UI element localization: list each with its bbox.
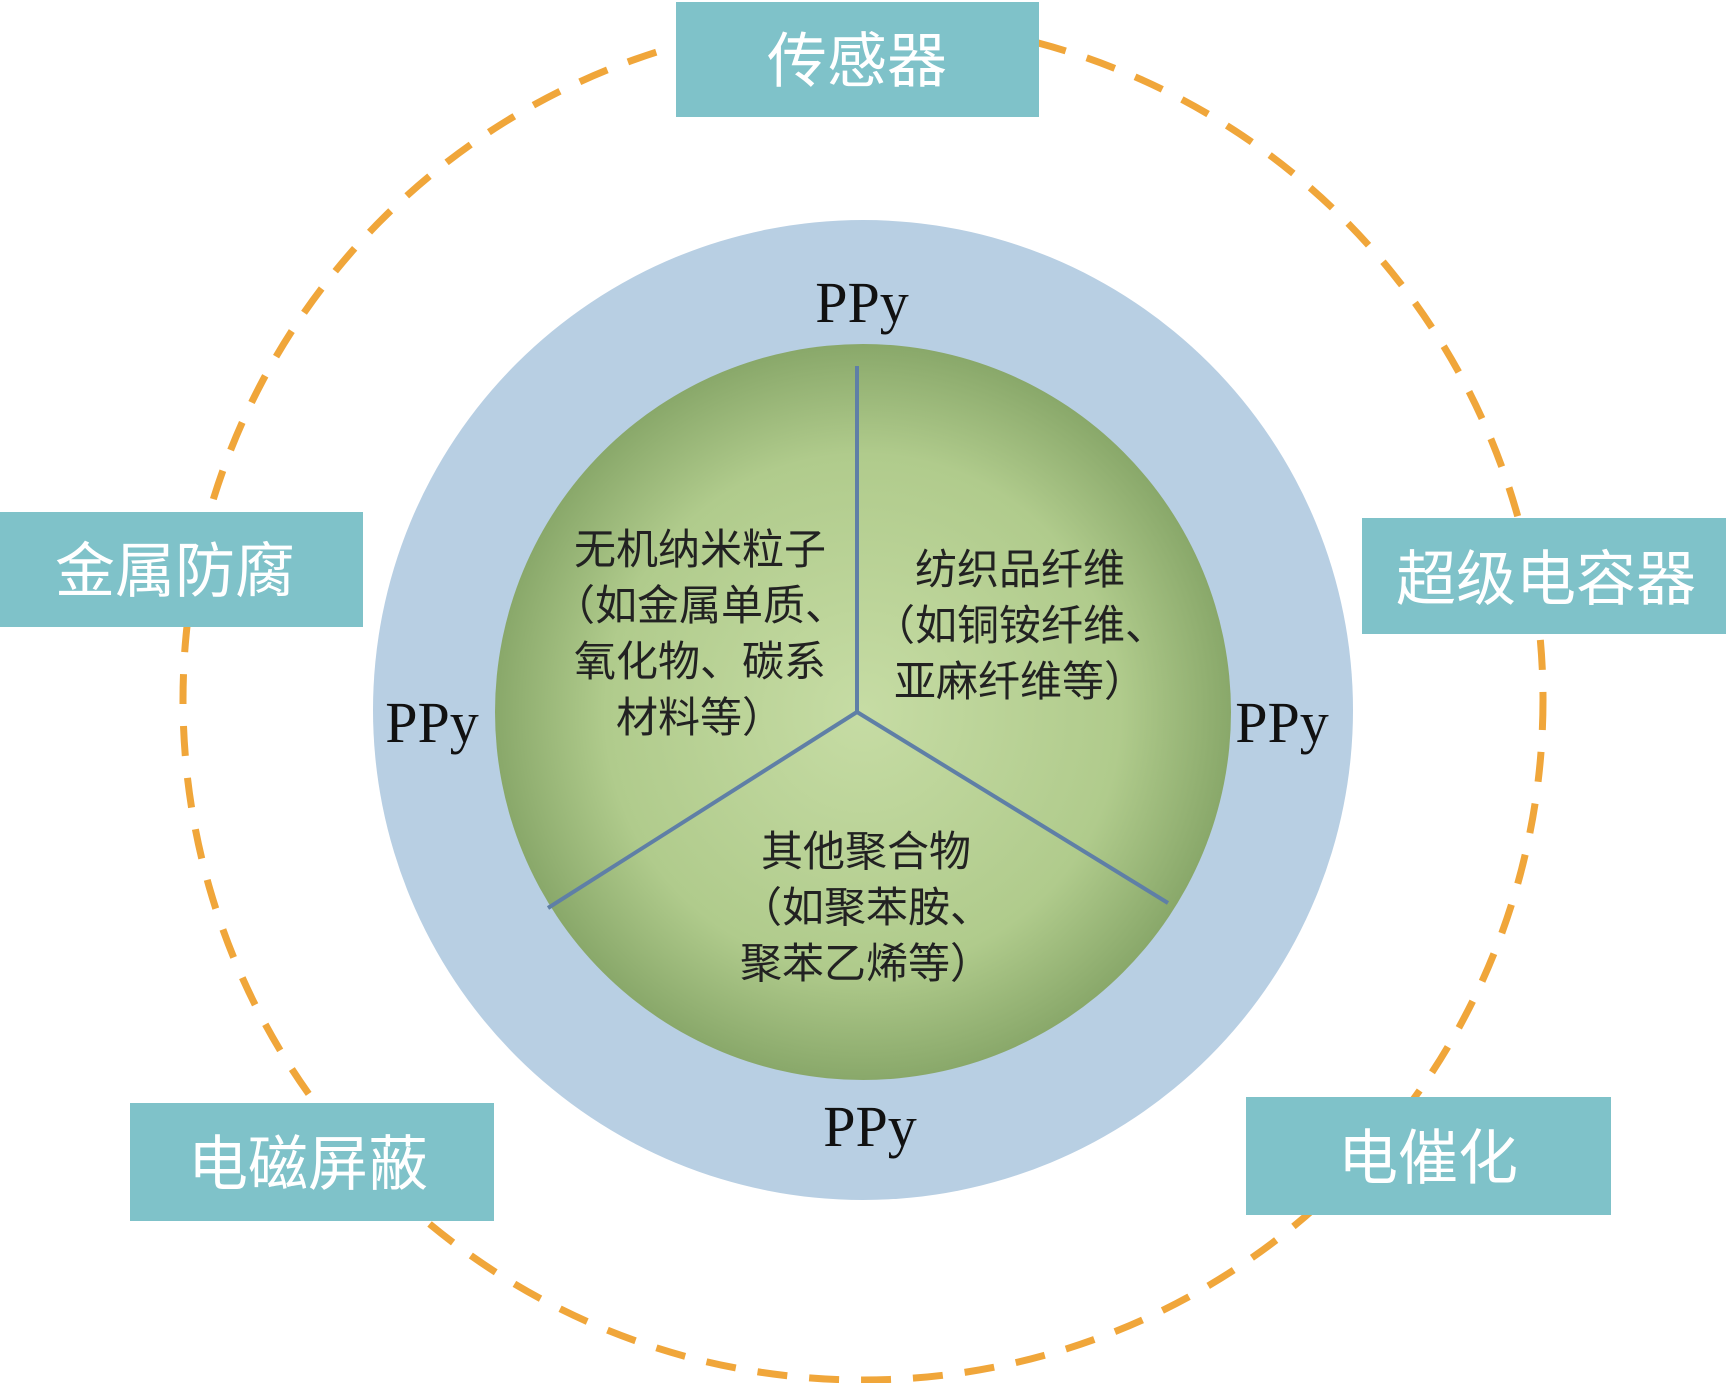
divider-line-left bbox=[546, 710, 859, 910]
app-box-electrocatalysis-bg bbox=[1246, 1097, 1611, 1215]
sector-textile-fibers: 纺织品纤维 （如铜铵纤维、 亚麻纤维等） bbox=[873, 545, 1167, 706]
divider-line-right bbox=[855, 710, 1170, 905]
app-box-supercapacitor-bg bbox=[1362, 518, 1726, 634]
sector-inorganic-line-3: 氧化物、碳系 bbox=[574, 637, 826, 686]
app-box-electrocatalysis-label: 电催化 bbox=[1338, 1124, 1518, 1194]
sector-textile-line-1: 纺织品纤维 bbox=[915, 545, 1125, 594]
sector-other-polymers: 其他聚合物 （如聚苯胺、 聚苯乙烯等） bbox=[740, 827, 992, 988]
ppy-label-right: PPy bbox=[1235, 690, 1329, 755]
sector-textile-line-3: 亚麻纤维等） bbox=[894, 657, 1146, 706]
app-box-electrocatalysis: 电催化 bbox=[1246, 1097, 1611, 1215]
app-box-corrosion: 金属防腐 bbox=[0, 512, 363, 627]
ppy-label-left: PPy bbox=[385, 690, 479, 755]
sector-inorganic-line-2: （如金属单质、 bbox=[553, 581, 847, 630]
ppy-label-top: PPy bbox=[815, 270, 909, 335]
sector-inorganic-line-4: 材料等） bbox=[616, 693, 784, 742]
app-box-emi-shielding-bg bbox=[130, 1103, 494, 1221]
app-box-emi-shielding-label: 电磁屏蔽 bbox=[188, 1130, 428, 1200]
sector-textile-line-2: （如铜铵纤维、 bbox=[873, 601, 1167, 650]
app-box-supercapacitor: 超级电容器 bbox=[1362, 518, 1726, 634]
app-box-corrosion-label: 金属防腐 bbox=[55, 537, 295, 607]
sector-polymer-line-1: 其他聚合物 bbox=[761, 827, 971, 876]
sector-polymer-line-3: 聚苯乙烯等） bbox=[740, 939, 992, 988]
app-box-emi-shielding: 电磁屏蔽 bbox=[130, 1103, 494, 1221]
sector-inorganic-line-1: 无机纳米粒子 bbox=[574, 525, 826, 574]
ppy-label-bottom: PPy bbox=[823, 1094, 917, 1159]
sector-inorganic-nanoparticles: 无机纳米粒子 （如金属单质、 氧化物、碳系 材料等） bbox=[553, 525, 847, 742]
app-box-sensor-label: 传感器 bbox=[767, 27, 947, 97]
sector-polymer-line-2: （如聚苯胺、 bbox=[740, 883, 992, 932]
app-box-corrosion-bg bbox=[0, 512, 363, 627]
app-box-sensor: 传感器 bbox=[676, 2, 1039, 117]
application-dashed-circle bbox=[179, 16, 1547, 1383]
app-box-sensor-bg bbox=[676, 2, 1039, 117]
app-box-supercapacitor-label: 超级电容器 bbox=[1396, 545, 1696, 615]
inner-core-circle bbox=[495, 344, 1231, 1080]
